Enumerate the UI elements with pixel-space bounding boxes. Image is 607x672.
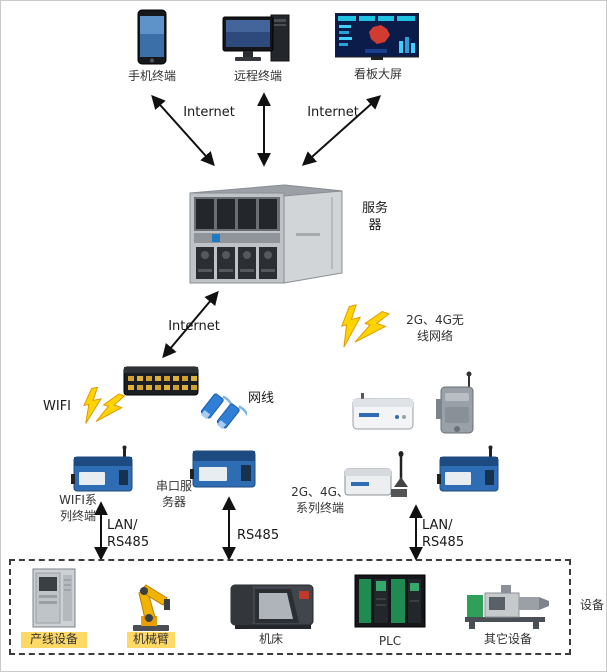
- wifi-terminal-label: WIFI系 列终端: [59, 493, 97, 523]
- devices-group-label: 设备: [579, 598, 604, 612]
- wifi-terminal-icon: [71, 445, 137, 501]
- rs485-label: RS485: [237, 528, 280, 543]
- cellular-terminal-label: 2G、4G、 系列终端: [291, 485, 349, 515]
- cellular-terminal-icon: [343, 451, 415, 509]
- robot-arm-label: 机械臂: [127, 632, 175, 648]
- machine-tool-label: 机床: [258, 632, 283, 646]
- internet-label-top-left: Internet: [183, 105, 235, 120]
- switch-icon: [123, 361, 199, 405]
- wireless-network-label: 2G、4G无 线网络: [406, 313, 464, 343]
- blue-terminal-icon: [437, 445, 503, 501]
- remote-terminal-label: 远程终端: [233, 69, 282, 83]
- dashboard-icon: [334, 12, 420, 65]
- cabinet-icon: [31, 567, 77, 635]
- server-icon: [184, 173, 346, 289]
- phone-terminal-label: 手机终端: [127, 69, 176, 83]
- serial-server-icon: [189, 441, 259, 497]
- other-devices-label: 其它设备: [483, 632, 532, 646]
- dashboard-label: 看板大屏: [353, 67, 402, 81]
- serial-server-label: 串口服 务器: [155, 479, 192, 509]
- phone-icon: [137, 9, 167, 69]
- wifi-label: WIFI: [43, 399, 71, 414]
- lightning-wifi-icon: [79, 386, 126, 435]
- server-label: 服务 器: [361, 201, 388, 233]
- lan-rs485-right-label: LAN/ RS485: [422, 518, 465, 550]
- ethernet-cable-icon: [195, 385, 251, 443]
- internet-label-top-right: Internet: [307, 105, 359, 120]
- internet-label-mid: Internet: [168, 319, 220, 334]
- antenna-gateway-icon: [429, 371, 485, 445]
- lightning-2g4g-icon: [335, 303, 391, 359]
- lan-rs485-left-label: LAN/ RS485: [107, 518, 150, 550]
- devices-dashed-box: [9, 559, 571, 655]
- machine-tool-icon: [229, 579, 315, 637]
- injection-machine-icon: [461, 581, 551, 635]
- robot-arm-icon: [121, 571, 181, 637]
- wireless-modem-icon: [351, 391, 415, 437]
- cable-label: 网线: [247, 391, 274, 406]
- production-line-label: 产线设备: [21, 632, 87, 648]
- remote-terminal-icon: [221, 13, 293, 69]
- plc-label: PLC: [378, 634, 402, 648]
- plc-icon: [353, 571, 427, 635]
